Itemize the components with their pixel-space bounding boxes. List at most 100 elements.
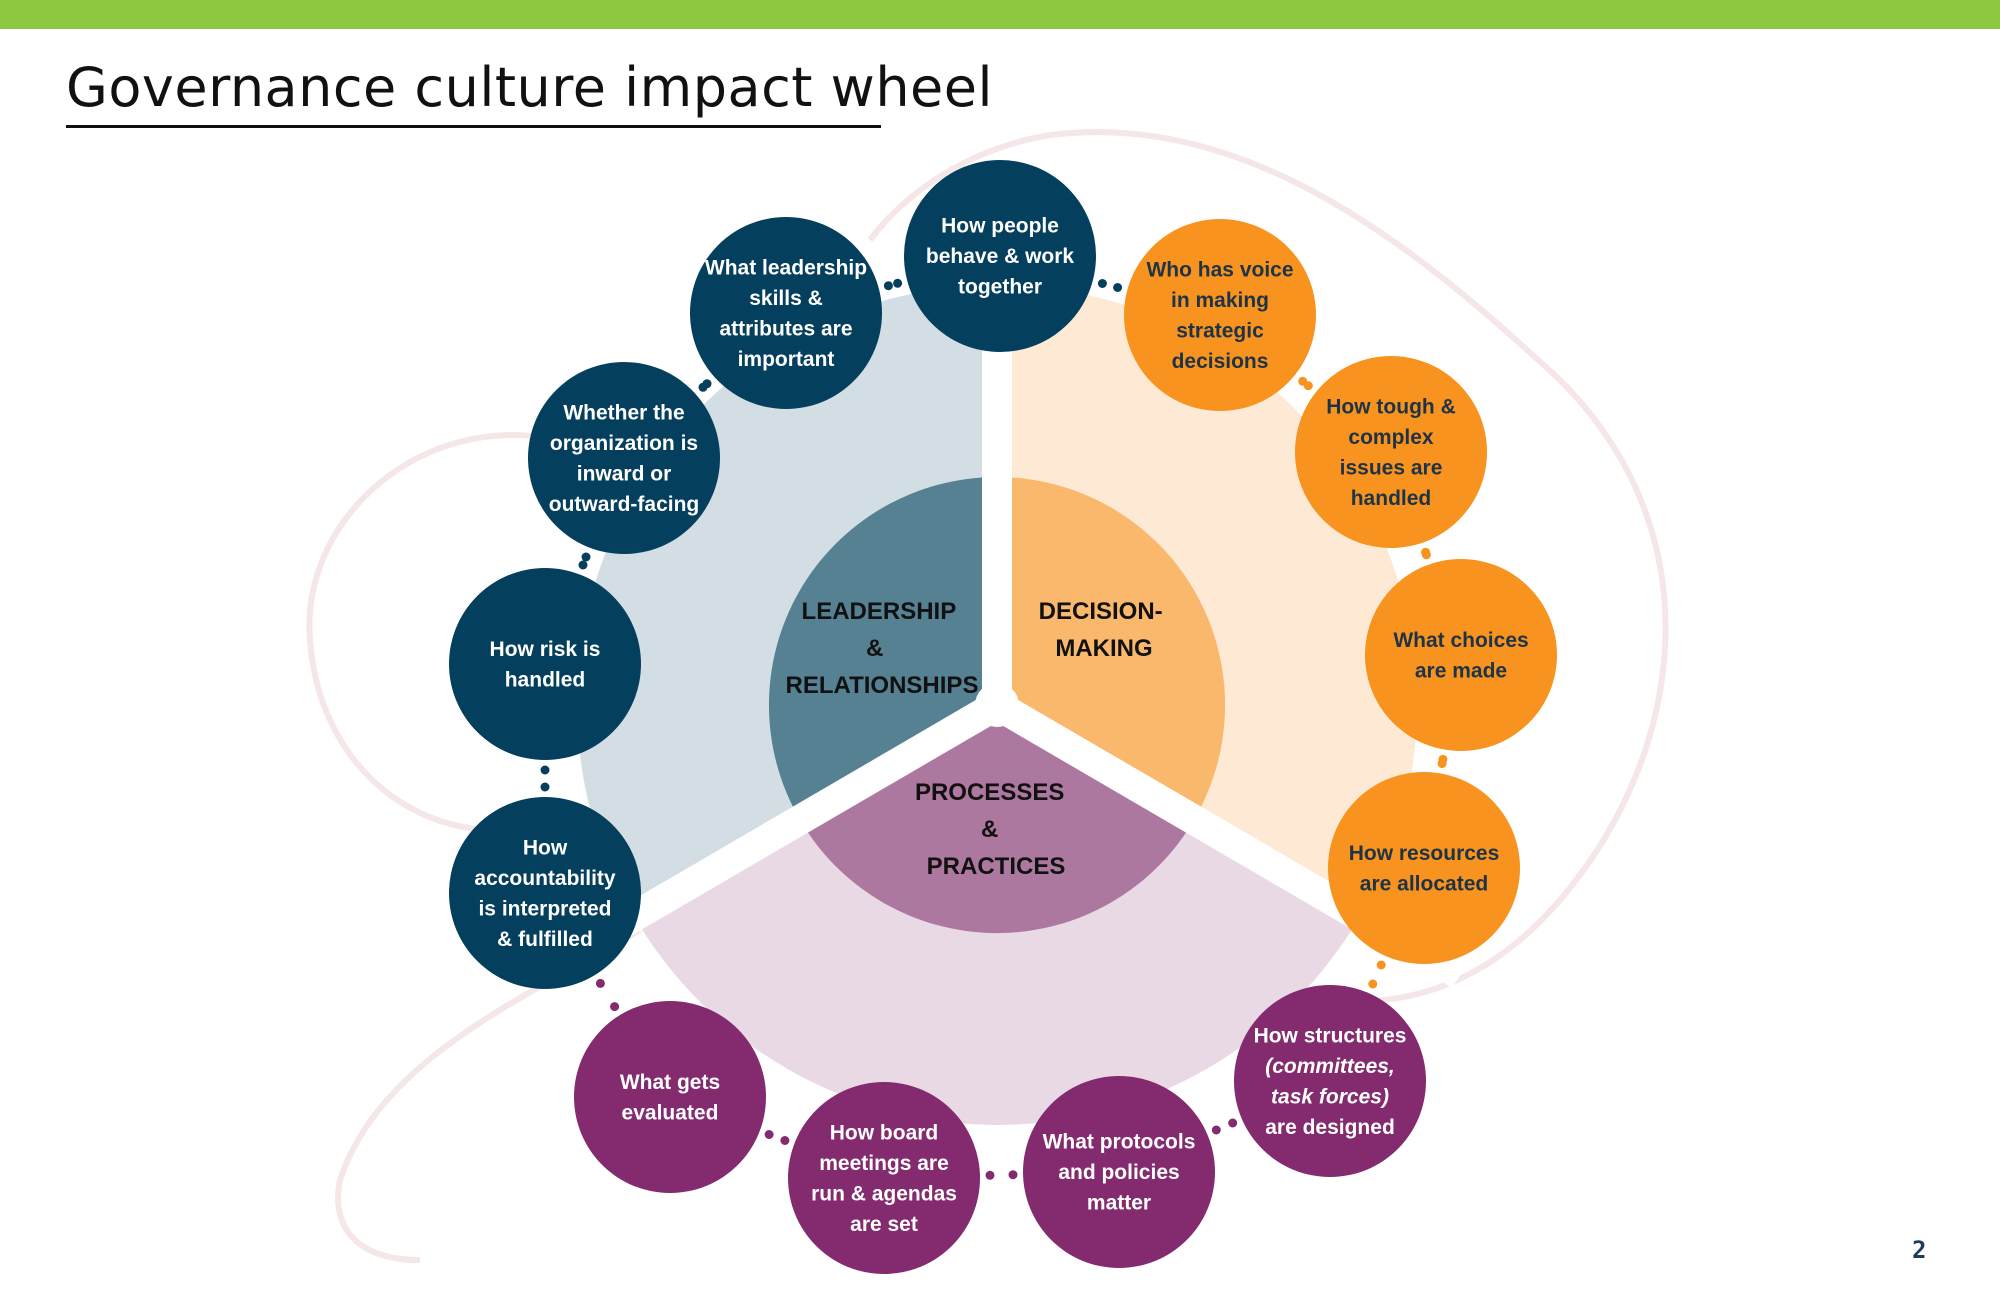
leadership-center-label: LEADERSHIP & RELATIONSHIPS bbox=[786, 598, 979, 699]
page-title: Governance culture impact wheel bbox=[66, 56, 993, 119]
node-label-line: important bbox=[738, 348, 835, 371]
node-label: How accountability is interpreted & fulfill… bbox=[474, 836, 616, 951]
node-board-meetings: How board meetings are run & agendas are se… bbox=[788, 1082, 980, 1274]
node-label-line: handled bbox=[1351, 487, 1432, 510]
node-label-line: & fulfilled bbox=[497, 928, 593, 951]
node-label-line: What leadership bbox=[705, 256, 867, 279]
connector-dot bbox=[540, 782, 550, 792]
connector-dot bbox=[610, 1002, 620, 1012]
node-circles: How people behave & work together What lead… bbox=[449, 160, 1557, 1274]
node-resources-allocated: How resources are allocated bbox=[1328, 772, 1520, 964]
connector-dot bbox=[540, 765, 550, 775]
node-label-line: skills & bbox=[749, 287, 823, 310]
node-label-line: inward or bbox=[577, 462, 672, 485]
node-label-line: issues are bbox=[1340, 456, 1443, 479]
connector-dot bbox=[893, 278, 903, 288]
node-circle bbox=[1328, 772, 1520, 964]
node-choices-made: What choices are made bbox=[1365, 559, 1557, 751]
node-label-line: are set bbox=[850, 1213, 918, 1236]
node-label-line: complex bbox=[1348, 426, 1434, 449]
node-label-line: How board bbox=[830, 1121, 939, 1144]
node-label-line: How bbox=[523, 836, 568, 859]
node-label-line: evaluated bbox=[622, 1101, 719, 1124]
connector-dots bbox=[540, 278, 1448, 1180]
node-circle bbox=[1023, 1076, 1215, 1268]
node-label: How resources are allocated bbox=[1349, 842, 1500, 896]
title-underline bbox=[66, 125, 881, 128]
node-label-line: task forces) bbox=[1271, 1085, 1389, 1108]
connector-dot bbox=[581, 552, 591, 562]
node-label-line: What protocols bbox=[1043, 1131, 1196, 1154]
node-label-line: strategic bbox=[1176, 319, 1264, 342]
node-label-line: What gets bbox=[620, 1071, 720, 1094]
connector-dot bbox=[1113, 283, 1123, 292]
node-label-line: matter bbox=[1087, 1192, 1151, 1215]
node-how-people-behave: How people behave & work together bbox=[904, 160, 1096, 352]
node-circle bbox=[449, 568, 641, 760]
hub-center bbox=[975, 683, 1019, 727]
connector-dot bbox=[1228, 1118, 1238, 1128]
node-label: What gets evaluated bbox=[620, 1071, 720, 1125]
node-label: How people behave & work together bbox=[926, 215, 1075, 299]
node-structures-designed: How structures (committees, task forces) ar… bbox=[1234, 985, 1426, 1177]
node-label: How board meetings are run & agendas are se… bbox=[811, 1121, 957, 1236]
node-accountability: How accountability is interpreted & fulfill… bbox=[449, 797, 641, 989]
node-circle bbox=[788, 1082, 980, 1274]
node-label-line: together bbox=[958, 276, 1042, 299]
node-label-line: Whether the bbox=[563, 401, 684, 424]
connector-dot bbox=[985, 1170, 995, 1180]
connector-dot bbox=[883, 281, 893, 291]
node-label-line: are designed bbox=[1265, 1116, 1395, 1139]
connector-dot bbox=[1437, 759, 1447, 769]
node-label-line: meetings are bbox=[819, 1152, 949, 1175]
node-label-line: behave & work bbox=[926, 245, 1075, 268]
node-circle bbox=[449, 797, 641, 989]
node-label-line: How resources bbox=[1349, 842, 1500, 865]
node-label-line: run & agendas bbox=[811, 1182, 957, 1205]
node-circle bbox=[528, 362, 720, 554]
node-label-line: (committees, bbox=[1265, 1055, 1395, 1078]
node-circle bbox=[1234, 985, 1426, 1177]
node-circle bbox=[1365, 559, 1557, 751]
node-label-line: Who has voice bbox=[1146, 258, 1293, 281]
node-circle bbox=[574, 1001, 766, 1193]
connector-dot bbox=[595, 978, 605, 988]
node-circle bbox=[904, 160, 1096, 352]
node-label-line: How structures bbox=[1254, 1024, 1407, 1047]
node-label-line: in making bbox=[1171, 289, 1269, 312]
node-label-line: How people bbox=[941, 215, 1059, 238]
node-label: How structures (committees, task forces) ar… bbox=[1254, 1024, 1407, 1139]
node-label-line: What choices bbox=[1393, 629, 1528, 652]
node-label-line: outward-facing bbox=[549, 493, 700, 516]
node-circle bbox=[1295, 356, 1487, 548]
connector-dot bbox=[1303, 381, 1313, 391]
connector-dot bbox=[578, 560, 588, 570]
node-label-line: accountability bbox=[474, 867, 616, 890]
node-label-line: is interpreted bbox=[478, 897, 611, 920]
connector-dot bbox=[1211, 1125, 1221, 1135]
connector-dot bbox=[780, 1136, 790, 1145]
node-label-line: How risk is bbox=[490, 638, 601, 661]
connector-dot bbox=[1008, 1170, 1018, 1180]
connector-dot bbox=[764, 1130, 774, 1139]
node-circle bbox=[1124, 219, 1316, 411]
connector-dot bbox=[1097, 279, 1107, 288]
connector-dot bbox=[702, 379, 712, 389]
node-circle bbox=[690, 217, 882, 409]
decision-center-label: DECISION- MAKING bbox=[1039, 598, 1170, 662]
node-label-line: are made bbox=[1415, 659, 1507, 682]
page-number: 2 bbox=[1912, 1236, 1927, 1264]
node-label-line: are allocated bbox=[1360, 872, 1488, 895]
connector-dot bbox=[1421, 550, 1431, 560]
